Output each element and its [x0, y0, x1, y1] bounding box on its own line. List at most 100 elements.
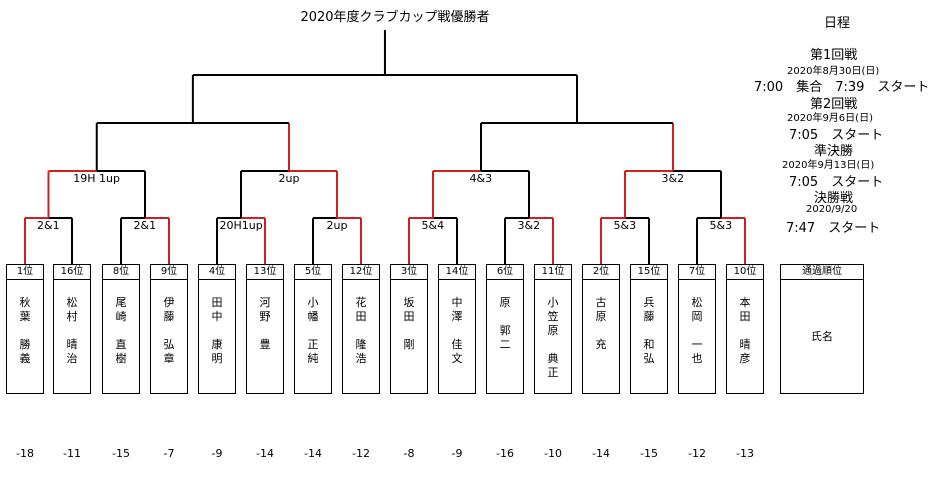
- round2-result: 3&2: [660, 172, 686, 185]
- player-rank: 8位: [103, 265, 139, 280]
- player-name-char: 原: [547, 324, 559, 337]
- player-name-char: 笠: [547, 310, 559, 323]
- player-name-char: 小: [547, 296, 559, 309]
- round2-date: 2020年9月6日(日): [787, 113, 873, 124]
- player-name-char: 豊: [259, 338, 271, 351]
- final-label: 決勝戦: [814, 191, 854, 206]
- player-rank: 4位: [199, 265, 235, 280]
- player-name: 中澤 佳文: [439, 280, 475, 366]
- player-name-char: [295, 324, 331, 338]
- player-rank: 14位: [439, 265, 475, 280]
- player-name-char: [343, 324, 379, 338]
- player-name: 秋葉 勝義: [7, 280, 43, 366]
- player-name: 尾崎 直樹: [103, 280, 139, 366]
- player-box: 14位中澤 佳文: [438, 264, 476, 394]
- round2-result: 4&3: [468, 172, 494, 185]
- player-name-char: 松: [691, 296, 703, 309]
- player-score: -14: [304, 447, 322, 460]
- legend-body: 氏名: [811, 330, 833, 343]
- player-name-char: 田: [211, 296, 223, 309]
- player-box: 6位原 郭二: [486, 264, 524, 394]
- round1-result: 5&3: [708, 219, 734, 232]
- player-rank: 13位: [247, 265, 283, 280]
- player-box: 10位本田 晴彦: [726, 264, 764, 394]
- player-name-char: 彦: [739, 352, 751, 365]
- player-name-char: [54, 324, 90, 338]
- semifinal-date: 2020年9月13日(日): [782, 160, 875, 171]
- player-box: 8位尾崎 直樹: [102, 264, 140, 394]
- legend-header: 通過順位: [781, 265, 863, 280]
- round1-result: 5&4: [420, 219, 446, 232]
- legend-box: 通過順位 氏名: [780, 264, 864, 394]
- round2-result: 2up: [277, 172, 301, 185]
- player-rank: 2位: [583, 265, 619, 280]
- round2-time: 7:05 スタート: [789, 128, 884, 143]
- player-name-char: 義: [19, 352, 31, 365]
- round1-result: 3&2: [516, 219, 542, 232]
- round1-result: 20H1up: [218, 219, 264, 232]
- player-name-char: [103, 324, 139, 338]
- player-name-char: 正: [547, 366, 559, 379]
- player-name-char: 伊: [163, 296, 175, 309]
- player-name-char: 中: [451, 296, 463, 309]
- player-name-char: [487, 310, 523, 324]
- player-name-char: 晴: [739, 338, 751, 351]
- player-name: 兵藤 和弘: [631, 280, 667, 366]
- player-score: -9: [451, 447, 463, 460]
- player-score: -10: [544, 447, 562, 460]
- player-name-char: 一: [691, 338, 703, 351]
- player-name-char: 野: [259, 310, 271, 323]
- semifinal-time: 7:05 スタート: [789, 175, 884, 190]
- player-name-char: 兵: [643, 296, 655, 309]
- player-score: -15: [640, 447, 658, 460]
- player-name-char: 秋: [19, 296, 31, 309]
- player-name-char: 藤: [643, 310, 655, 323]
- player-name-char: 直: [115, 338, 127, 351]
- player-rank: 7位: [679, 265, 715, 280]
- player-name-char: [199, 324, 235, 338]
- player-name-char: 花: [355, 296, 367, 309]
- player-name-char: 古: [595, 296, 607, 309]
- player-name-char: 勝: [19, 338, 31, 351]
- player-name-char: 治: [66, 352, 78, 365]
- player-box: 15位兵藤 和弘: [630, 264, 668, 394]
- player-name-char: 坂: [403, 296, 415, 309]
- player-rank: 9位: [151, 265, 187, 280]
- player-rank: 3位: [391, 265, 427, 280]
- player-box: 16位松村 晴治: [53, 264, 91, 394]
- player-name-char: [247, 324, 283, 338]
- player-rank: 10位: [727, 265, 763, 280]
- round1-date: 2020年8月30日(日): [787, 66, 880, 77]
- player-name: 河野 豊: [247, 280, 283, 352]
- player-box: 3位坂田 剛: [390, 264, 428, 394]
- round1-result: 5&3: [612, 219, 638, 232]
- player-name-char: 澤: [451, 310, 463, 323]
- player-name-char: 原: [595, 310, 607, 323]
- player-name-char: 河: [259, 296, 271, 309]
- player-score: -9: [211, 447, 223, 460]
- final-time: 7:47 スタート: [786, 221, 881, 236]
- player-name-char: 佳: [451, 338, 463, 351]
- player-rank: 16位: [54, 265, 90, 280]
- player-score: -11: [63, 447, 81, 460]
- player-name-char: [439, 324, 475, 338]
- schedule-heading: 日程: [824, 16, 851, 31]
- player-score: -16: [496, 447, 514, 460]
- player-name: 本田 晴彦: [727, 280, 763, 366]
- player-score: -14: [256, 447, 274, 460]
- player-box: 9位伊藤 弘章: [150, 264, 188, 394]
- player-score: -13: [736, 447, 754, 460]
- round1-label: 第1回戦: [810, 48, 858, 63]
- player-name-char: [535, 338, 571, 352]
- player-name-char: 典: [547, 352, 559, 365]
- player-score: -7: [163, 447, 175, 460]
- player-name: 坂田 剛: [391, 280, 427, 352]
- player-score: -8: [403, 447, 415, 460]
- player-name-char: 康: [211, 338, 223, 351]
- player-score: -15: [112, 447, 130, 460]
- player-name: 伊藤 弘章: [151, 280, 187, 366]
- player-name-char: 明: [211, 352, 223, 365]
- player-name: 松岡 一也: [679, 280, 715, 366]
- player-score: -12: [352, 447, 370, 460]
